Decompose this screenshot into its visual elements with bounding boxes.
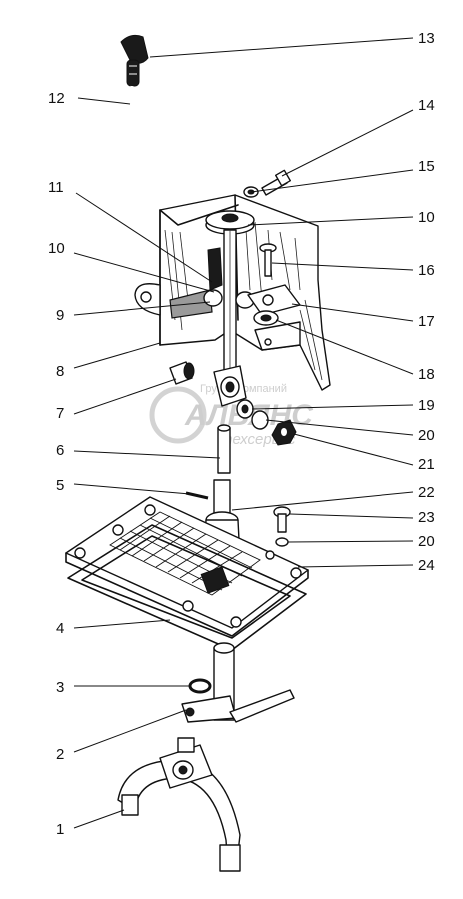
callout-21: 21 — [418, 456, 435, 473]
part-bolt-23 — [273, 506, 291, 533]
callout-8: 8 — [56, 363, 64, 380]
callout-17: 17 — [418, 313, 435, 330]
callout-23: 23 — [418, 509, 435, 526]
callout-18: 18 — [418, 366, 435, 383]
callout-10-right: 10 — [418, 209, 435, 226]
part-nut-21 — [271, 419, 297, 446]
callout-14: 14 — [418, 97, 435, 114]
part-fork-1 — [117, 737, 241, 872]
callout-1: 1 — [56, 821, 64, 838]
part-knob — [120, 34, 149, 87]
part-washer-20b — [275, 537, 289, 547]
callout-3: 3 — [56, 679, 64, 696]
callout-15: 15 — [418, 158, 435, 175]
part-washer-18 — [253, 310, 279, 326]
part-shaft — [223, 229, 237, 371]
callout-4: 4 — [56, 620, 64, 637]
part-lever-body — [213, 365, 247, 407]
part-rod-6 — [217, 424, 231, 474]
callout-22: 22 — [418, 484, 435, 501]
callout-24: 24 — [418, 557, 435, 574]
leader-lines — [73, 37, 414, 829]
callout-7: 7 — [56, 405, 64, 422]
callout-20-upper: 20 — [418, 427, 435, 444]
callout-9: 9 — [56, 307, 64, 324]
callout-10-left: 10 — [48, 240, 65, 257]
part-pin-7 — [169, 361, 195, 385]
part-lever-rod — [128, 85, 232, 241]
part-gasket-4 — [67, 524, 307, 651]
part-washer-20a — [251, 410, 269, 430]
callout-16: 16 — [418, 262, 435, 279]
callout-2: 2 — [56, 746, 64, 763]
callout-11: 11 — [48, 179, 64, 196]
callout-19: 19 — [418, 397, 435, 414]
callout-20-lower: 20 — [418, 533, 435, 550]
callout-12: 12 — [48, 90, 65, 107]
callout-13: 13 — [418, 30, 435, 47]
watermark-emblem — [149, 386, 207, 444]
part-o-ring-3 — [188, 678, 212, 694]
part-bracket-2 — [181, 689, 295, 723]
part-cover-plate-24 — [65, 496, 309, 637]
callout-6: 6 — [56, 442, 64, 459]
callout-labels: 13 12 14 15 11 10 10 16 9 17 8 18 7 19 2… — [48, 30, 435, 838]
part-washer-19 — [236, 399, 254, 419]
callout-5: 5 — [56, 477, 64, 494]
part-bolt-14 — [261, 169, 292, 196]
part-bolt-16 — [259, 243, 277, 277]
